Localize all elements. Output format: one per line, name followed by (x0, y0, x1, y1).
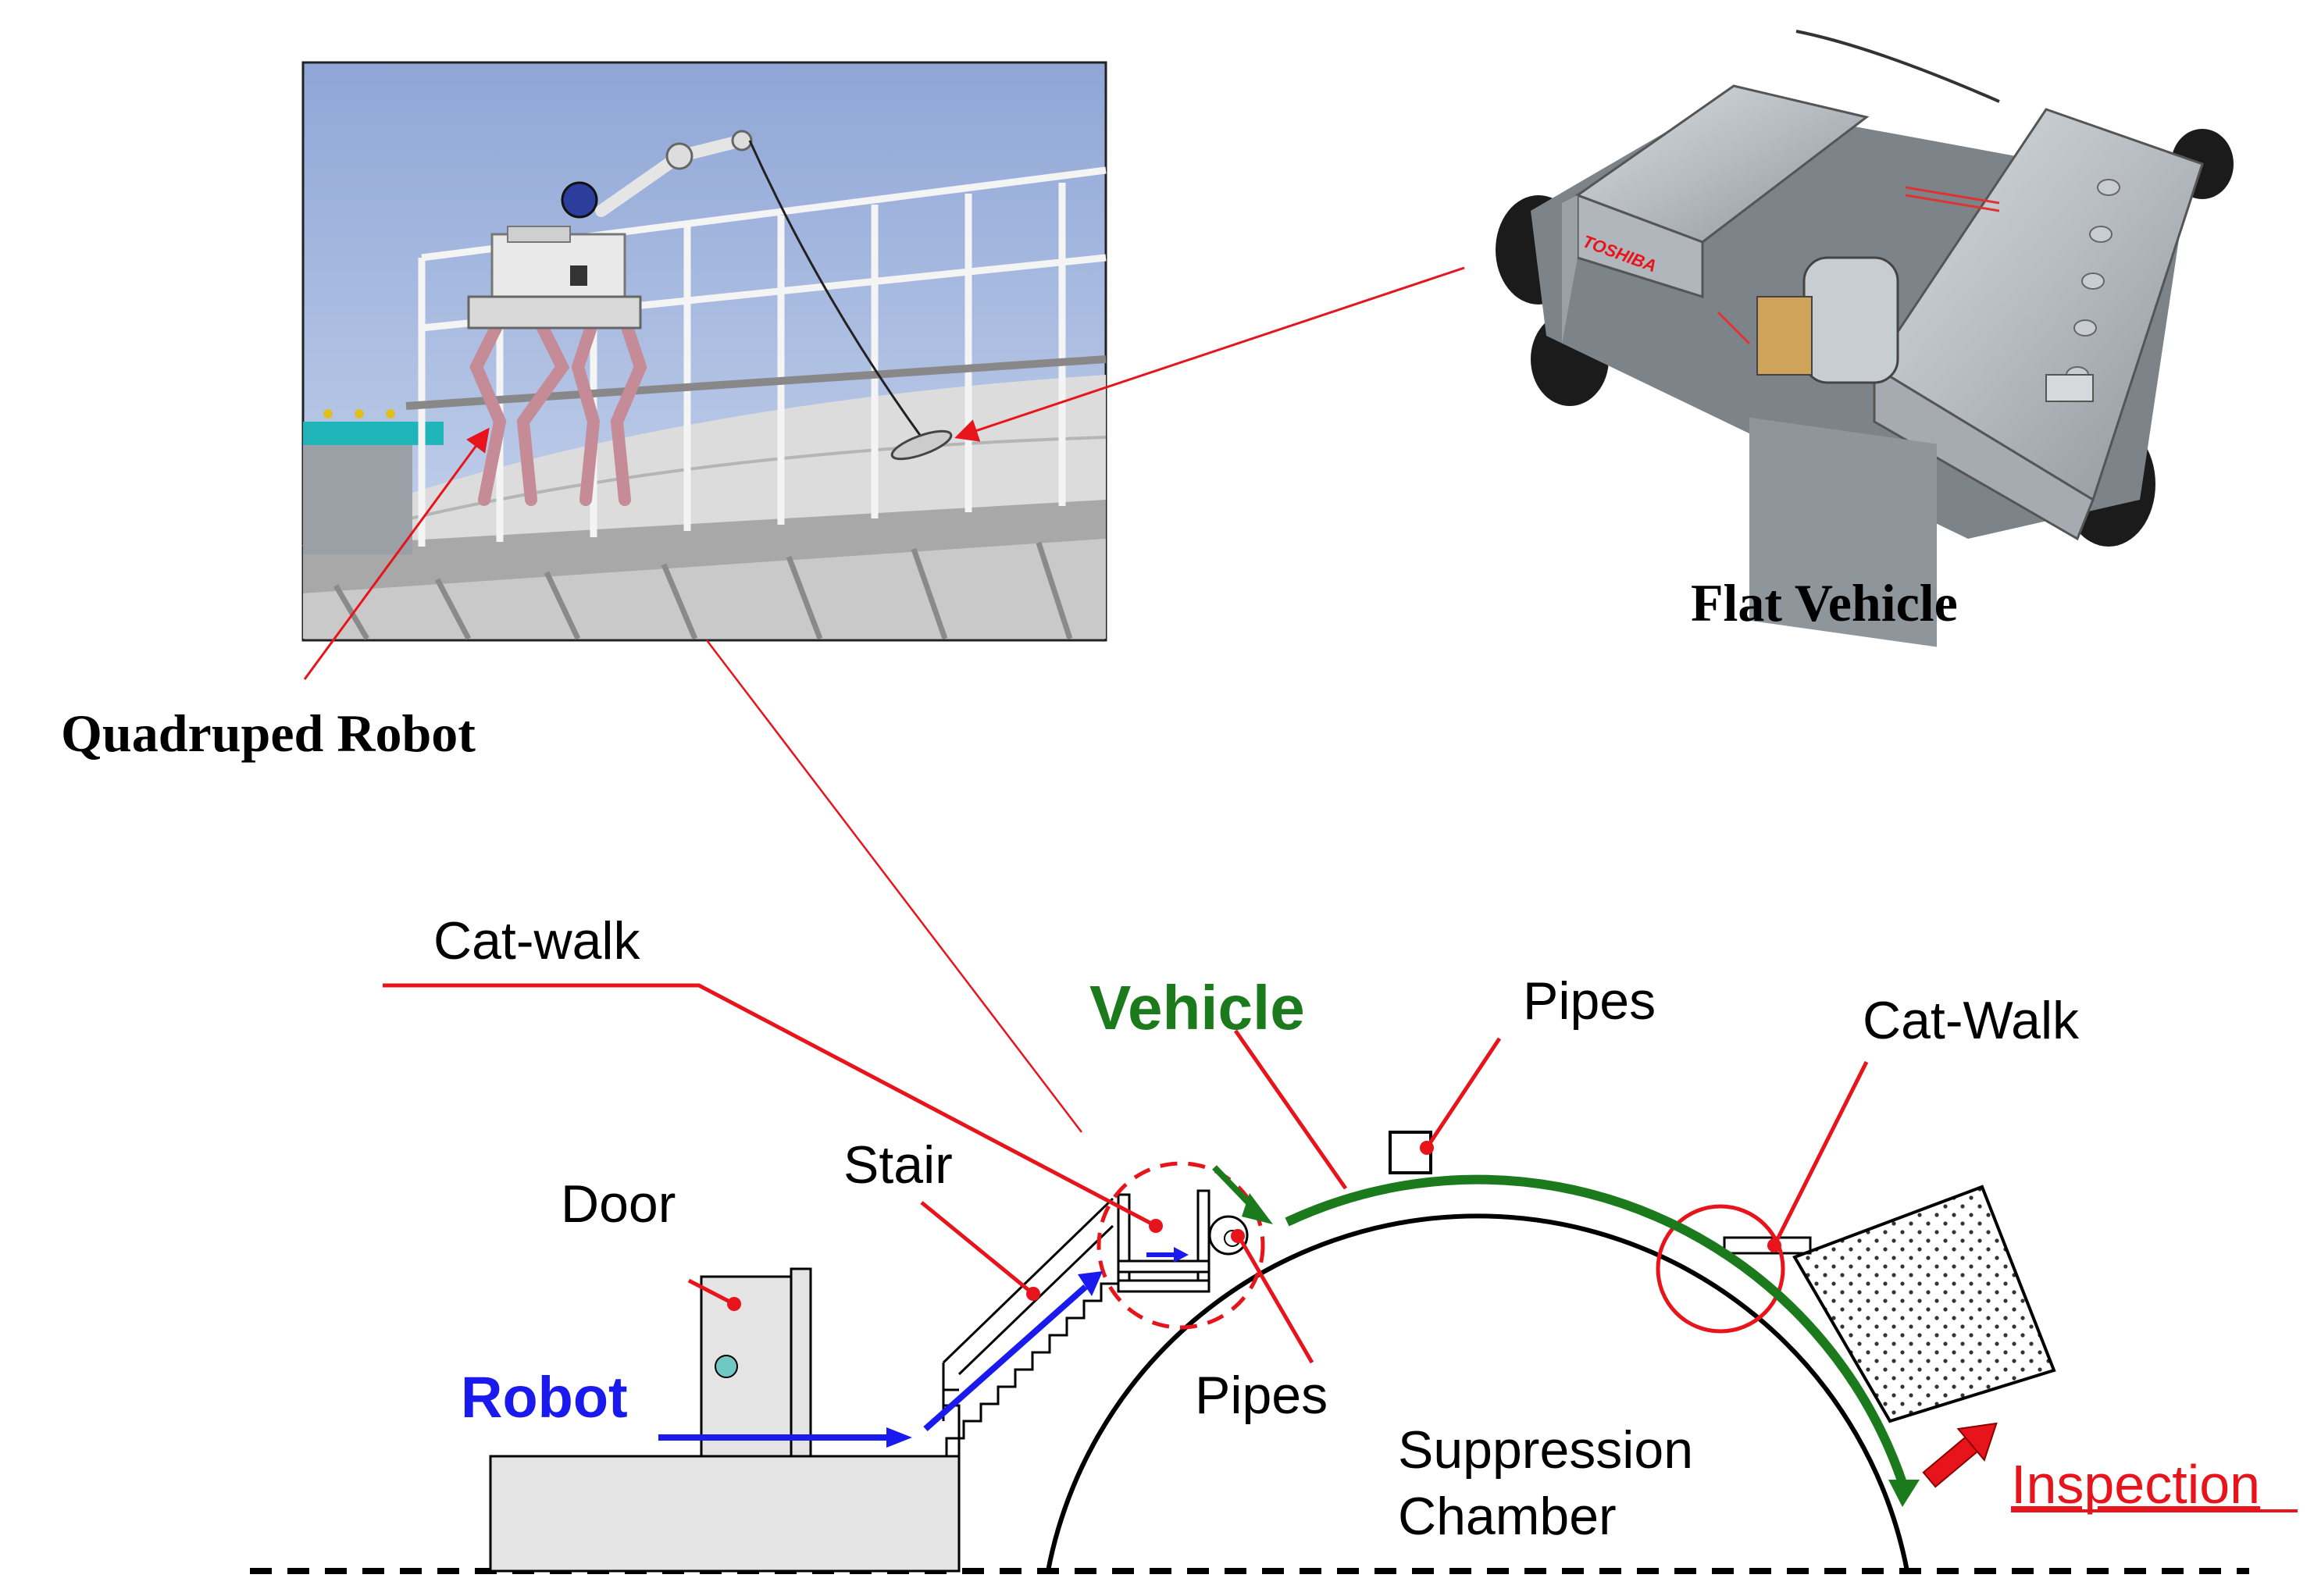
robot-arrow-diagonal-head (1078, 1271, 1103, 1296)
leader-dots (727, 1141, 1781, 1311)
pipes-label-bottom: Pipes (1195, 1366, 1328, 1425)
door-label: Door (561, 1174, 676, 1234)
leader-lines (383, 983, 1869, 1364)
quadruped-robot-label: Quadruped Robot (61, 704, 476, 763)
stair-label: Stair (843, 1135, 953, 1195)
inspection-label: Inspection (2011, 1454, 2260, 1515)
platform (489, 1455, 961, 1573)
vehicle-path (1285, 1174, 1909, 1489)
connector-lines (303, 266, 1465, 1133)
flat-vehicle-image: TOSHIBA (1496, 30, 2234, 647)
vehicle-small-arrowhead (1242, 1193, 1273, 1224)
door (700, 1267, 812, 1458)
robot-arrow-diagonal (923, 1284, 1088, 1431)
pipes-label-top: Pipes (1523, 971, 1656, 1031)
vehicle-label: Vehicle (1089, 973, 1305, 1042)
robot-arrow-horizontal-head (886, 1427, 912, 1448)
highlight-circle-dashed (1096, 1161, 1265, 1330)
suppression-chamber-label-line2: Chamber (1398, 1487, 1617, 1546)
robot-label: Robot (461, 1365, 628, 1430)
inspection-arrow (1922, 1422, 1998, 1488)
quadruped-robot-image (301, 61, 1107, 642)
cat-walk-label-left: Cat-walk (433, 911, 640, 971)
vehicle-path-arrowhead (1888, 1480, 1920, 1507)
flat-vehicle-label: Flat Vehicle (1691, 573, 1958, 632)
cat-walk-stair-top (1117, 1189, 1210, 1293)
cat-walk-label-right: Cat-Walk (1863, 991, 2080, 1050)
suppression-chamber (1046, 1213, 1909, 1572)
suppression-chamber-label-line1: Suppression (1398, 1420, 1693, 1480)
robot-arrow-catwalk-head (1174, 1247, 1189, 1263)
highlight-circle-right (1656, 1204, 1785, 1334)
